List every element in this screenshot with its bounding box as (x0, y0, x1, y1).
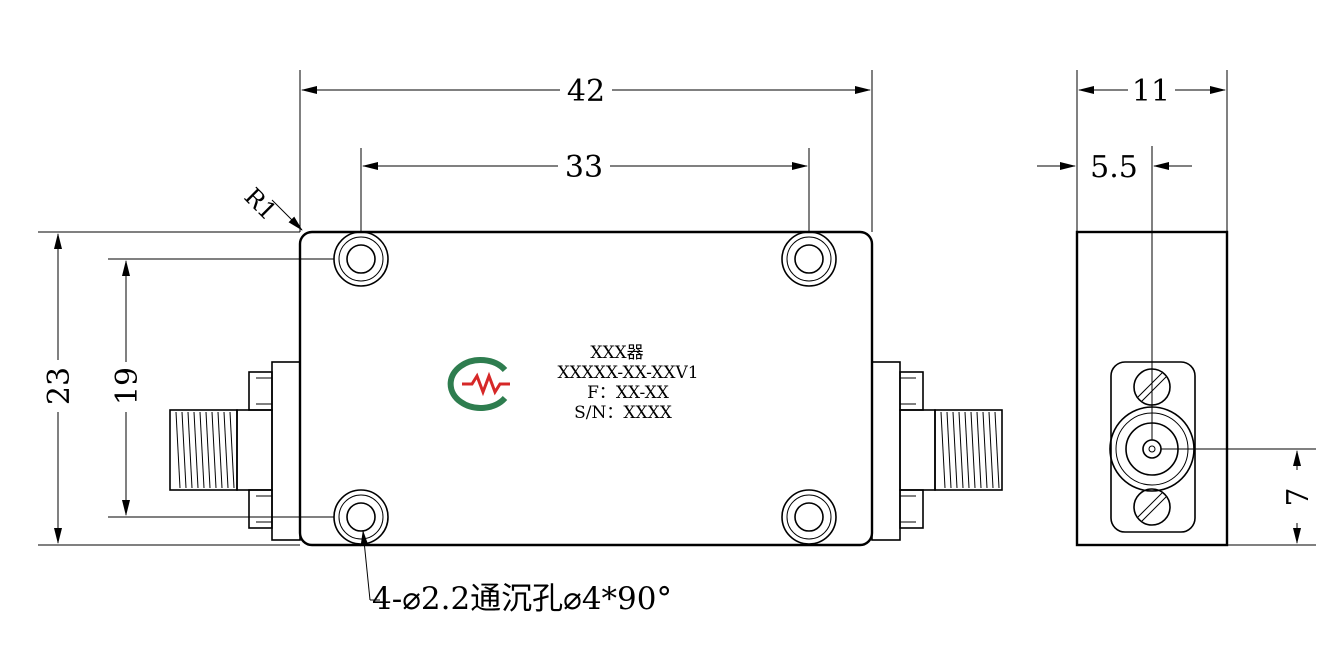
thread-line (229, 411, 235, 489)
dim-side-width-value: 11 (1132, 74, 1170, 109)
dim-corner-radius-value: R1 (239, 182, 282, 225)
thread-line (187, 411, 193, 489)
mounting-hole-bottom-left (333, 489, 389, 545)
thread-line (994, 411, 1000, 489)
dim-side-width: 11 (1076, 70, 1228, 232)
thread-line (205, 411, 211, 489)
left-sma-connector (169, 361, 301, 541)
front-view: XXX器 XXXXX-XX-XXV1 F：XX-XX S/N：XXXX 42 3… (38, 70, 1003, 617)
label-line-3: F：XX-XX (587, 383, 670, 403)
dim-hole-spacing-y-value: 19 (110, 367, 145, 405)
thread-line (217, 411, 223, 489)
dim-connector-height: 7 (1227, 450, 1316, 546)
label-line-1: XXX器 (590, 343, 643, 363)
thread-line (223, 411, 229, 489)
right-thread (940, 411, 1000, 489)
side-screw-bottom (1133, 488, 1171, 526)
mounting-hole-top-left (333, 231, 389, 287)
dim-hole-spacing-x-value: 33 (565, 150, 603, 185)
label-line-4: S/N：XXXX (574, 403, 673, 423)
housing-body (298, 230, 874, 547)
left-thread (175, 411, 235, 489)
thread-line (952, 411, 958, 489)
thread-line (958, 411, 964, 489)
dim-side-half-width: 5.5 (1037, 150, 1192, 185)
dim-overall-height: 23 (38, 231, 300, 546)
dim-overall-length: 42 (299, 70, 873, 232)
thread-line (199, 411, 205, 489)
hole-note: 4-⌀2.2通沉孔⌀4*90° (372, 581, 672, 617)
thread-line (982, 411, 988, 489)
thread-line (181, 411, 187, 489)
dim-corner-radius: R1 (239, 182, 303, 231)
thread-line (211, 411, 217, 489)
dim-side-half-width-value: 5.5 (1090, 150, 1138, 185)
thread-line (976, 411, 982, 489)
dim-hole-spacing-x: 33 (360, 148, 810, 232)
mounting-hole-bottom-right (781, 489, 837, 545)
dim-hole-spacing-y: 19 (108, 258, 334, 518)
thread-line (964, 411, 970, 489)
dim-overall-length-value: 42 (567, 74, 605, 109)
dim-overall-height-value: 23 (42, 367, 77, 405)
right-sma-connector (871, 361, 1003, 541)
thread-line (946, 411, 952, 489)
hole-callout: 4-⌀2.2通沉孔⌀4*90° (360, 530, 672, 617)
side-view: 11 5.5 7 (1037, 70, 1316, 547)
thread-line (940, 411, 946, 489)
thread-line (970, 411, 976, 489)
thread-line (988, 411, 994, 489)
thread-line (175, 411, 181, 489)
mounting-hole-top-right (781, 231, 837, 287)
company-logo (447, 357, 510, 411)
thread-line (193, 411, 199, 489)
dim-connector-height-value: 7 (1281, 487, 1316, 506)
label-line-2: XXXXX-XX-XXV1 (557, 363, 698, 383)
